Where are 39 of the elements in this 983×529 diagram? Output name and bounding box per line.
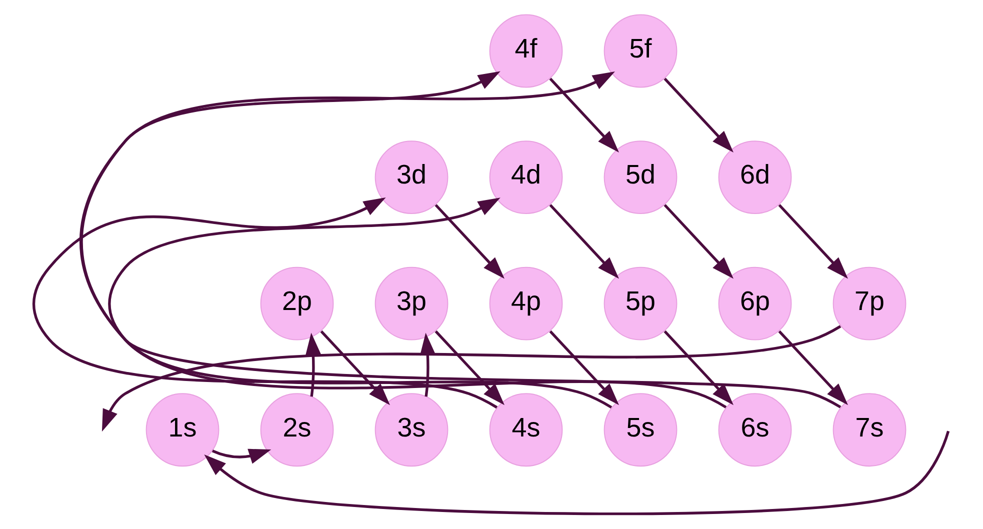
node-circle: 3p: [374, 266, 448, 340]
arrow: [778, 204, 848, 279]
arrow: [664, 330, 734, 406]
arrow: [664, 204, 734, 279]
arrow: [212, 448, 272, 464]
node-circle: 7p: [832, 266, 906, 340]
arrow: [320, 330, 390, 406]
arrow: [32, 197, 498, 409]
arrow: [204, 430, 950, 516]
arrow: [305, 332, 321, 397]
node-circle: 6p: [718, 266, 792, 340]
node-circle: 2p: [260, 266, 334, 340]
arrow: [778, 330, 848, 406]
arrow: [420, 332, 436, 397]
node-circle: 4p: [489, 266, 563, 340]
node-circle: 3s: [374, 393, 448, 467]
node-circle: 3d: [374, 140, 448, 214]
arrow: [80, 71, 727, 408]
node-circle: 6s: [718, 393, 792, 467]
arrow: [549, 330, 620, 406]
node-circle: 5f: [604, 14, 678, 88]
node-circle: 6d: [718, 140, 792, 214]
arrow: [102, 325, 842, 432]
arrow: [80, 72, 842, 408]
node-circle: 5s: [604, 393, 678, 467]
node-circle: 7s: [832, 393, 906, 467]
node-circle: 4d: [489, 140, 563, 214]
node-circle: 5d: [604, 140, 678, 214]
node-circle: 4s: [489, 393, 563, 467]
arrow: [549, 204, 620, 279]
node-circle: 2s: [260, 393, 334, 467]
node-circle: 4f: [489, 14, 563, 88]
arrow: [434, 330, 505, 406]
arrow: [108, 198, 612, 409]
arrow: [549, 78, 620, 153]
arrow: [664, 78, 734, 153]
node-circle: 1s: [146, 393, 220, 467]
node-circle: 5p: [604, 266, 678, 340]
arrow: [434, 204, 505, 279]
